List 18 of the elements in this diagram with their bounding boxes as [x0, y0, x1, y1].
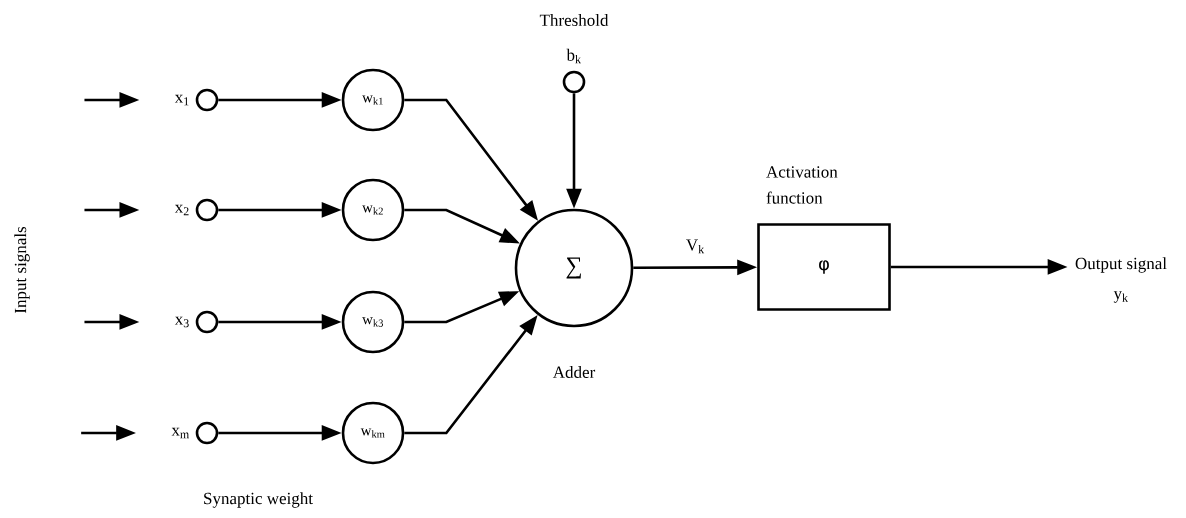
signal-label: x$_{3}$: [174, 316, 189, 328]
output-label: Output signal y$_{k}$: [1075, 257, 1167, 303]
edge-label: V$_{k}$: [686, 239, 705, 254]
signal-label: Threshold: [539, 14, 609, 26]
input-terminal: [195, 310, 219, 334]
activation-box: φ: [757, 223, 891, 311]
node-caption: Adder: [552, 366, 596, 378]
input-terminal: [195, 421, 219, 445]
axis-caption: Synaptic weight: [204, 492, 313, 508]
input-terminal: [195, 198, 219, 222]
signal-label: x$_{2}$: [174, 204, 189, 216]
input-terminal: [562, 70, 586, 94]
signal-label: b$_{k}$: [566, 48, 581, 64]
input-terminal: [195, 88, 219, 112]
axis-caption: Input signals: [14, 226, 30, 314]
signal-label: x$_{1}$: [174, 94, 189, 106]
node-caption: Activation function: [766, 166, 838, 204]
signal-label: x$_{m}$: [171, 427, 190, 439]
